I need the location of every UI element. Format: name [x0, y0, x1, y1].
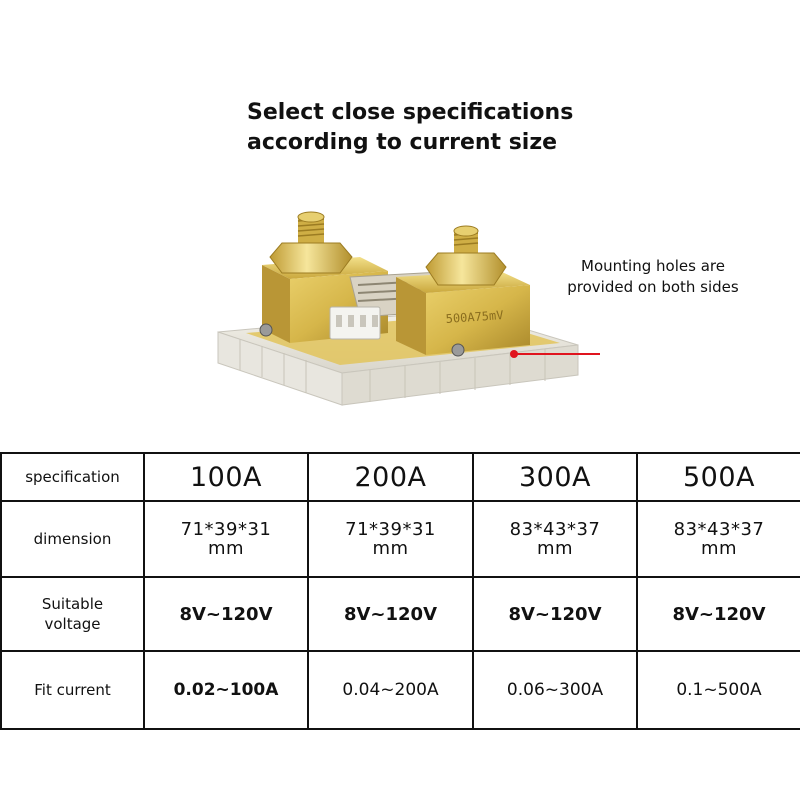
left-screw — [259, 323, 273, 337]
table-row-current: Fit current 0.02~100A 0.04~200A 0.06~300… — [0, 650, 800, 730]
voltage-cell-300a: 8V~120V — [472, 576, 638, 652]
callout-line-1: Mounting holes are — [581, 257, 725, 275]
spec-cell-200a: 200A — [307, 452, 474, 502]
row-label-current: Fit current — [0, 650, 145, 730]
left-brass-block-front — [262, 265, 290, 343]
dimension-cell-100a: 71*39*31 mm — [143, 500, 309, 578]
headline-line-1: Select close specifications — [247, 100, 574, 125]
headline: Select close specifications according to… — [247, 98, 667, 158]
right-brass-block-front — [396, 277, 426, 355]
right-brass-block-side — [426, 285, 530, 355]
dimension-cell-200a: 71*39*31 mm — [307, 500, 474, 578]
row-label-voltage: Suitable voltage — [0, 576, 145, 652]
dimension-cell-300a: 83*43*37 mm — [472, 500, 638, 578]
headline-line-2: according to current size — [247, 130, 558, 155]
current-cell-200a: 0.04~200A — [307, 650, 474, 730]
right-screw — [451, 343, 465, 357]
row-label-specification: specification — [0, 452, 145, 502]
voltage-cell-100a: 8V~120V — [143, 576, 309, 652]
table-row-voltage: Suitable voltage 8V~120V 8V~120V 8V~120V… — [0, 576, 800, 652]
dimension-cell-500a: 83*43*37 mm — [636, 500, 800, 578]
left-nut — [269, 242, 353, 274]
right-nut — [425, 252, 507, 286]
spec-cell-500a: 500A — [636, 452, 800, 502]
shunt-product-image: 500A75mV — [217, 211, 600, 406]
table-row-specification: specification 100A 200A 300A 500A — [0, 452, 800, 502]
mounting-holes-callout: Mounting holes are provided on both side… — [548, 256, 758, 298]
shunt-stamp-text: 500A75mV — [445, 308, 504, 326]
row-label-dimension: dimension — [0, 500, 145, 578]
spec-cell-100a: 100A — [143, 452, 309, 502]
spec-cell-300a: 300A — [472, 452, 638, 502]
specification-table: specification 100A 200A 300A 500A dimens… — [0, 452, 800, 730]
callout-line-2: provided on both sides — [567, 278, 739, 296]
voltage-cell-200a: 8V~120V — [307, 576, 474, 652]
acrylic-base-side — [341, 344, 579, 406]
callout-pointer-line — [514, 353, 600, 355]
current-cell-500a: 0.1~500A — [636, 650, 800, 730]
current-cell-300a: 0.06~300A — [472, 650, 638, 730]
spec-table: specification 100A 200A 300A 500A dimens… — [0, 452, 800, 730]
current-cell-100a: 0.02~100A — [143, 650, 309, 730]
voltage-cell-500a: 8V~120V — [636, 576, 800, 652]
table-row-dimension: dimension 71*39*31 mm 71*39*31 mm 83*43*… — [0, 500, 800, 578]
